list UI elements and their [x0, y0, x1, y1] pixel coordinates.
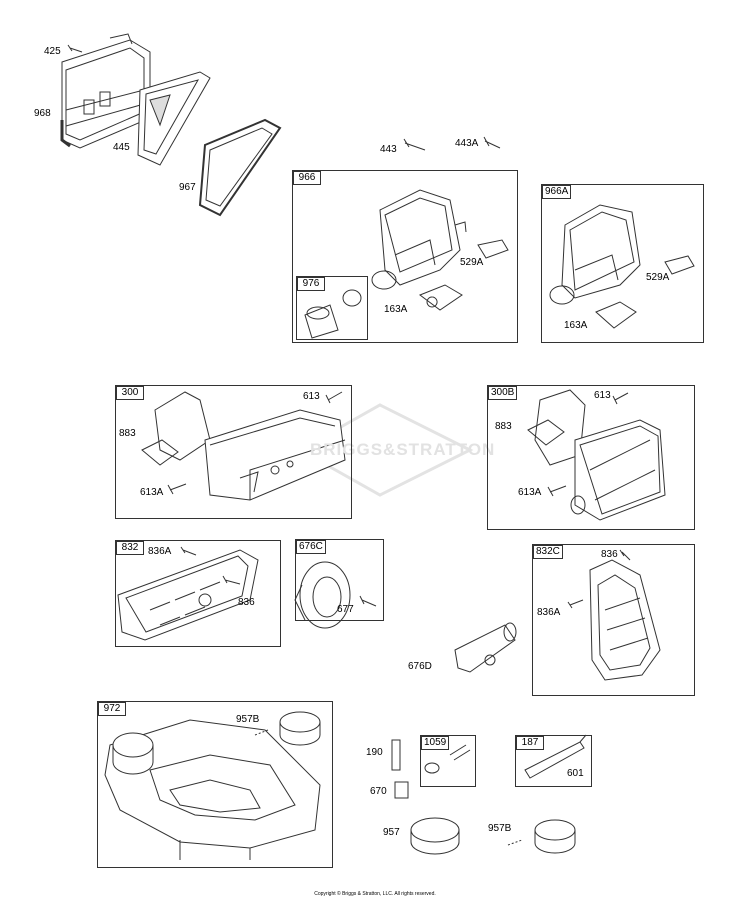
part-label-443: 443	[380, 144, 397, 155]
copyright-notice: Copyright © Briggs & Stratton, LLC. All …	[314, 891, 436, 897]
gasket-163A-a	[418, 284, 463, 311]
screw-836-a	[222, 575, 241, 585]
hose-187	[524, 734, 587, 779]
screw-836A-b	[567, 599, 584, 609]
part-label-613-a: 613	[303, 391, 320, 402]
group-box-966A	[541, 184, 704, 343]
group-box-832	[115, 540, 281, 647]
part-label-601: 601	[567, 768, 584, 779]
screw-425	[67, 44, 83, 53]
part-label-613A-b: 613A	[518, 487, 542, 498]
group-box-300	[115, 385, 352, 519]
air-cleaner-cover-968	[60, 33, 151, 149]
pre-cleaner-445	[137, 71, 211, 166]
screw-443A	[483, 136, 501, 149]
muffler-300B	[534, 389, 666, 521]
part-label-968: 968	[34, 108, 51, 119]
screw-613-b	[612, 392, 629, 405]
group-box-832C	[532, 544, 695, 696]
group-box-966	[292, 170, 518, 343]
group-tag-187: 187	[516, 736, 544, 750]
group-box-972	[97, 701, 333, 868]
screw-443	[403, 138, 426, 151]
part-label-529A-a: 529A	[460, 257, 484, 268]
group-box-676C	[295, 539, 384, 621]
group-box-976	[296, 276, 368, 340]
group-tag-676C: 676C	[296, 540, 326, 554]
watermark-text: BRIGGS&STRATTON	[310, 440, 496, 459]
part-label-836A-b: 836A	[537, 607, 561, 618]
part-label-967: 967	[179, 182, 196, 193]
part-label-190: 190	[366, 747, 383, 758]
gasket-883-a	[141, 439, 179, 466]
part-label-676D: 676D	[408, 661, 432, 672]
group-tag-832: 832	[116, 541, 144, 555]
part-label-957B-b: 957B	[488, 823, 512, 834]
muffler-966A	[549, 204, 641, 305]
group-tag-966: 966	[293, 171, 321, 185]
bolt-1059	[424, 744, 471, 774]
guard-832C	[589, 559, 661, 681]
guard-832	[117, 549, 259, 641]
part-label-445: 445	[113, 142, 130, 153]
watermark-logo	[296, 403, 474, 497]
part-label-836A-a: 836A	[148, 546, 172, 557]
bushing-670	[394, 781, 409, 799]
deflector-676D	[454, 622, 517, 673]
screw-677	[359, 595, 377, 607]
group-tag-966A: 966A	[542, 185, 572, 199]
fuel-cap-957B-a	[254, 711, 321, 746]
elbow-529A-a	[477, 239, 509, 259]
group-tag-976: 976	[297, 277, 325, 291]
fuel-tank-972	[104, 719, 321, 860]
part-label-957B-a: 957B	[236, 714, 260, 725]
group-tag-300B: 300B	[488, 386, 518, 400]
group-tag-972: 972	[98, 702, 126, 716]
group-tag-1059: 1059	[421, 736, 450, 750]
part-label-883-b: 883	[495, 421, 512, 432]
gasket-883-b	[527, 419, 565, 446]
part-label-163A-b: 163A	[564, 320, 588, 331]
part-label-443A: 443A	[455, 138, 479, 149]
screw-613-a	[325, 391, 343, 404]
elbow-529A-b	[664, 255, 695, 275]
muffler-300	[154, 391, 346, 501]
part-label-613-b: 613	[594, 390, 611, 401]
part-label-425: 425	[44, 46, 61, 57]
muffler-966	[371, 189, 467, 290]
fuel-cap-957	[410, 817, 460, 855]
part-label-836-b: 836	[601, 549, 618, 560]
bolt-190	[391, 739, 401, 771]
screw-613A-b	[547, 485, 567, 497]
part-label-529A-b: 529A	[646, 272, 670, 283]
group-box-187	[515, 735, 592, 787]
part-label-677: 677	[337, 604, 354, 615]
screw-836A-a	[180, 546, 197, 556]
screw-613A-a	[167, 483, 187, 495]
part-label-883-a: 883	[119, 428, 136, 439]
part-label-163A-a: 163A	[384, 304, 408, 315]
part-label-670: 670	[370, 786, 387, 797]
group-tag-300: 300	[116, 386, 144, 400]
filter-967	[198, 118, 282, 217]
part-label-957: 957	[383, 827, 400, 838]
part-label-836-a: 836	[238, 597, 255, 608]
deflector-676C	[294, 561, 351, 629]
part-label-613A-a: 613A	[140, 487, 164, 498]
group-box-300B	[487, 385, 695, 530]
group-tag-832C: 832C	[533, 545, 563, 559]
screw-836-b	[619, 549, 631, 561]
spark-arrester-976	[304, 289, 362, 339]
group-box-1059	[420, 735, 476, 787]
fuel-cap-957B-b	[507, 819, 576, 854]
gasket-163A-b	[595, 301, 637, 329]
